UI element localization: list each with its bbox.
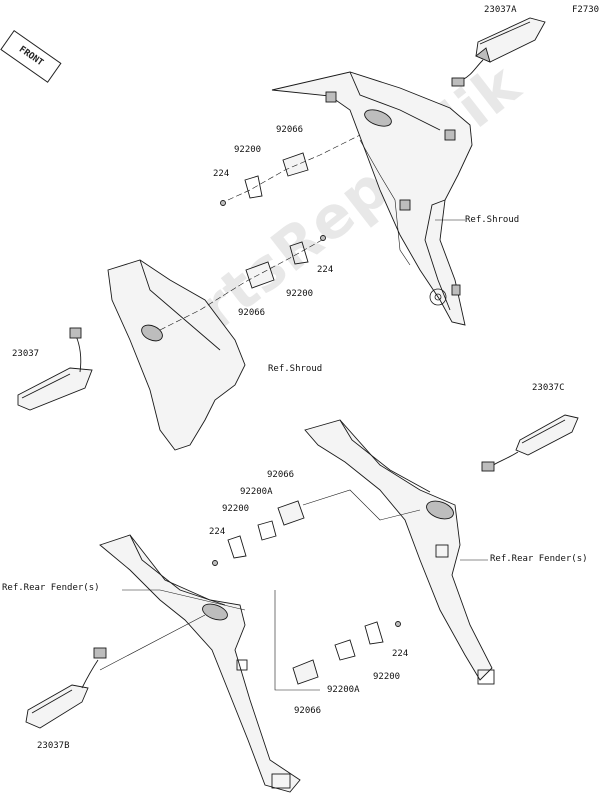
turn-signal-23037c [481,414,579,472]
label-92200-top: 92200 [234,145,262,155]
label-224-bot: 224 [392,649,409,659]
label-23037a: 23037A [484,5,517,15]
label-92200a-bot: 92200A [327,685,360,695]
mount-hardware-middle [159,235,326,331]
label-92066-top: 92066 [276,125,304,135]
label-92200-mid: 92200 [286,289,314,299]
rear-fender-left [99,534,301,793]
mount-hardware-bottom [99,589,401,691]
turn-signal-23037b [25,647,107,729]
label-ref-shroud-2: Ref.Shroud [268,364,323,374]
mount-hardware-lower [212,489,421,566]
label-ref-shroud-1: Ref.Shroud [465,215,520,225]
bracket-clip-top [220,134,361,206]
label-ref-rear-fender-left: Ref.Rear Fender(s) [2,583,100,593]
label-224-low: 224 [209,527,226,537]
callout-leaders [435,219,488,561]
label-92066-low: 92066 [267,470,295,480]
label-92066-bot: 92066 [294,706,322,716]
label-23037b: 23037B [37,741,70,751]
label-224-top: 224 [213,169,230,179]
label-224-mid: 224 [317,265,334,275]
label-23037: 23037 [12,349,40,359]
turn-signal-23037 [17,327,93,411]
gear-icon [429,288,447,306]
label-ref-rear-fender-right: Ref.Rear Fender(s) [490,554,588,564]
label-23037c: 23037C [532,383,565,393]
label-92200-bot: 92200 [373,672,401,682]
rear-fender-right [304,419,495,685]
turn-signal-23037a [451,17,546,87]
shroud-right-panel [271,71,473,326]
label-92066-mid: 92066 [238,308,266,318]
label-92200-low: 92200 [222,504,250,514]
figure-code: F2730 [572,5,600,15]
shroud-left-panel [107,259,246,451]
label-92200a-low: 92200A [240,487,273,497]
